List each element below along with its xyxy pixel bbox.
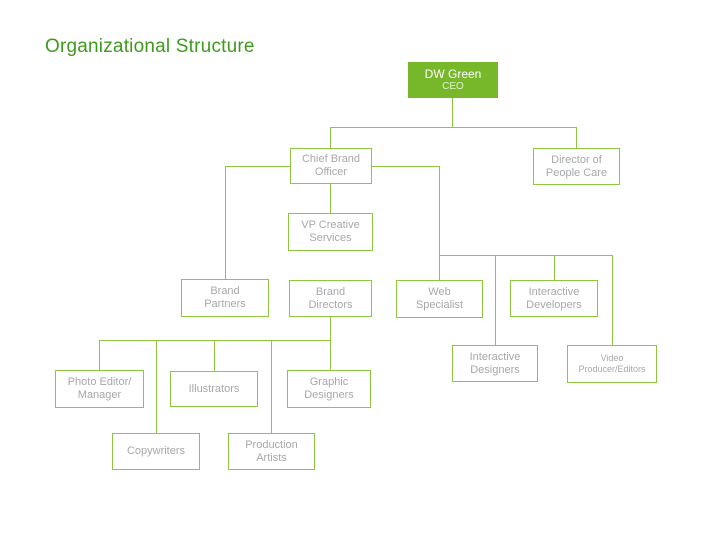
node-sublabel: CEO	[442, 81, 464, 92]
node-label: Directors	[308, 298, 353, 311]
node-label: Video	[600, 353, 624, 363]
node-label: Interactive	[469, 350, 521, 363]
node-label: Partners	[204, 298, 246, 310]
node-label: Chief Brand	[301, 153, 361, 165]
connector-line	[330, 127, 331, 148]
connector-line	[439, 166, 440, 280]
node-label: Developers	[526, 298, 582, 311]
node-ceo: DW Green CEO	[408, 62, 498, 98]
node-label: VP Creative	[301, 219, 360, 231]
connector-line	[372, 166, 439, 167]
connector-line	[330, 184, 331, 213]
connector-line	[156, 340, 157, 433]
node-label: Designers	[304, 389, 354, 401]
node-label: Director of	[551, 153, 602, 166]
node-illustrators: Illustrators	[170, 371, 258, 407]
node-label: DW Green	[424, 67, 482, 81]
node-label: Designers	[470, 363, 520, 376]
node-label: Photo Editor/	[67, 376, 132, 388]
node-label: Services	[309, 232, 352, 244]
connector-line	[452, 98, 453, 127]
node-label: People Care	[545, 166, 608, 179]
node-label: Copywriters	[126, 445, 186, 457]
connector-line	[225, 166, 290, 167]
node-label: Artists	[256, 451, 287, 464]
connector-line	[554, 255, 555, 280]
node-web-specialist: Web Specialist	[396, 280, 483, 318]
page-title: Organizational Structure	[45, 36, 255, 57]
node-vp-creative-services: VP Creative Services	[288, 213, 373, 251]
connector-line	[214, 340, 215, 371]
node-director-people-care: Director of People Care	[533, 148, 620, 185]
connector-line	[330, 317, 331, 370]
node-interactive-designers: Interactive Designers	[452, 345, 538, 382]
node-label: Web	[428, 286, 451, 298]
node-label: Interactive	[528, 285, 580, 298]
connector-line	[439, 255, 612, 256]
node-photo-editor-manager: Photo Editor/ Manager	[55, 370, 144, 408]
node-brand-directors: Brand Directors	[289, 280, 372, 317]
node-interactive-developers: Interactive Developers	[510, 280, 598, 317]
node-label: Brand	[210, 285, 240, 297]
node-video-producer-editors: Video Producer/Editors	[567, 345, 657, 383]
node-label: Officer	[314, 166, 348, 178]
node-production-artists: Production Artists	[228, 433, 315, 470]
node-label: Manager	[77, 389, 122, 401]
node-chief-brand-officer: Chief Brand Officer	[290, 148, 372, 184]
node-brand-partners: Brand Partners	[181, 279, 269, 317]
connector-line	[576, 127, 577, 148]
node-label: Specialist	[415, 299, 464, 311]
node-label: Brand	[315, 285, 346, 298]
node-label: Illustrators	[188, 382, 240, 395]
connector-line	[495, 255, 496, 345]
node-label: Production	[245, 438, 298, 451]
node-graphic-designers: Graphic Designers	[287, 370, 371, 408]
node-label: Graphic	[309, 376, 349, 388]
connector-line	[225, 166, 226, 279]
connector-line	[612, 255, 613, 345]
connector-line	[330, 127, 576, 128]
connector-line	[271, 340, 272, 433]
node-copywriters: Copywriters	[112, 433, 200, 470]
node-label: Producer/Editors	[578, 364, 646, 374]
connector-line	[99, 340, 100, 370]
